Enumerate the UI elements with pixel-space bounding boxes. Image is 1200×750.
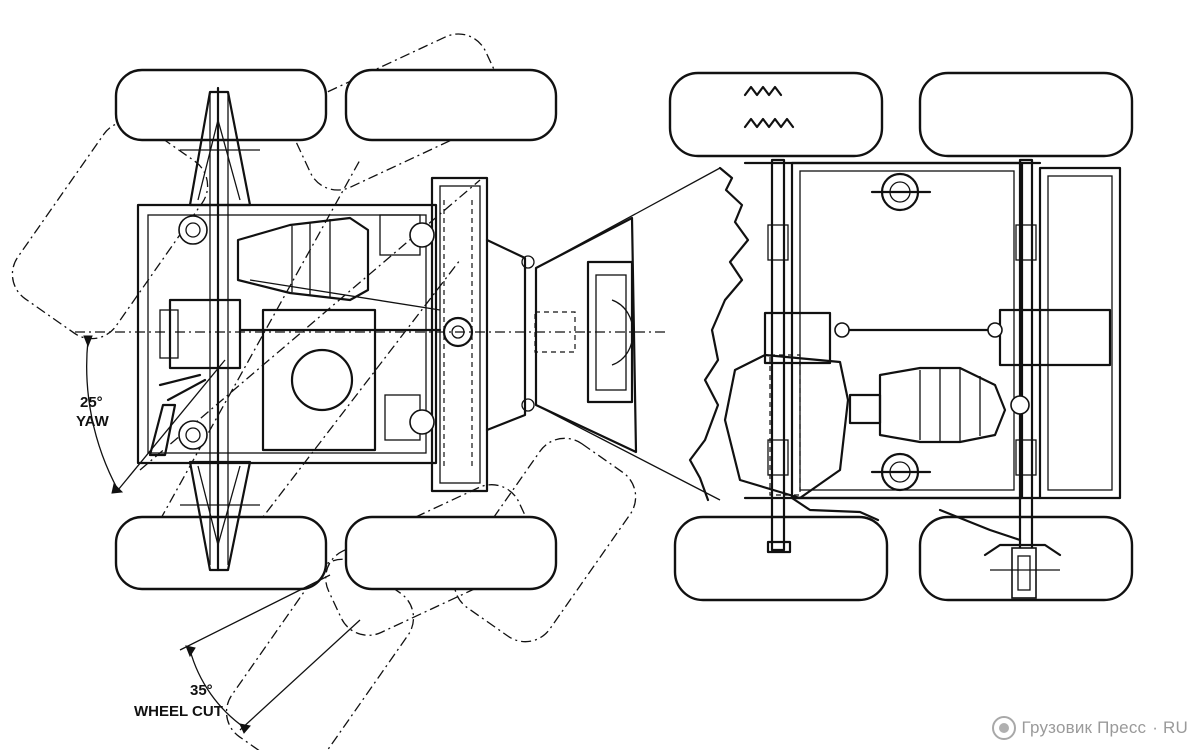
yawed-wheel-outlines bbox=[11, 33, 637, 750]
left-wheels bbox=[114, 68, 558, 591]
wheel-front-left-bottom bbox=[114, 515, 328, 591]
logo-circle-icon bbox=[991, 716, 1016, 740]
engine-bell bbox=[848, 366, 1030, 444]
wheel-front-right-bottom bbox=[673, 515, 889, 602]
watermark-text: Грузовик Пресс bbox=[1021, 718, 1147, 737]
tow-brackets bbox=[870, 172, 932, 492]
right-view bbox=[668, 71, 1134, 602]
yaw-angle-label: 25° bbox=[80, 394, 103, 411]
watermark-suffix: · RU bbox=[1152, 718, 1188, 737]
articulation-joint bbox=[409, 176, 535, 493]
front-axle-assembly bbox=[178, 86, 260, 572]
suspension-detail bbox=[766, 496, 1062, 599]
left-frame bbox=[136, 203, 438, 465]
cutaway-break bbox=[688, 166, 750, 502]
yaw-dimension: 25° YAW bbox=[76, 335, 226, 494]
engine-block bbox=[159, 214, 442, 452]
wheel-cut-angle-label: 35° bbox=[190, 682, 213, 699]
wheel-rear-left-top bbox=[344, 68, 558, 142]
yaw-text-label: YAW bbox=[76, 413, 110, 430]
wheel-cut-text-label: WHEEL CUT bbox=[134, 703, 223, 720]
right-wheels bbox=[668, 71, 1134, 602]
wheel-front-right-top bbox=[668, 71, 884, 158]
wheel-rear-left-bottom bbox=[344, 515, 558, 591]
wheel-cut-dimension: 35° WHEEL CUT bbox=[134, 574, 361, 734]
left-view: 25° YAW 35° WHEEL CUT bbox=[11, 33, 721, 750]
hitch bbox=[534, 167, 721, 501]
watermark: Грузовик Пресс · RU bbox=[991, 716, 1188, 740]
wheel-front-left-top bbox=[114, 68, 328, 142]
transfer-case bbox=[723, 308, 1112, 500]
steering-linkage bbox=[148, 373, 207, 457]
right-frame bbox=[743, 161, 1122, 500]
wheel-rear-right-top bbox=[918, 71, 1134, 158]
